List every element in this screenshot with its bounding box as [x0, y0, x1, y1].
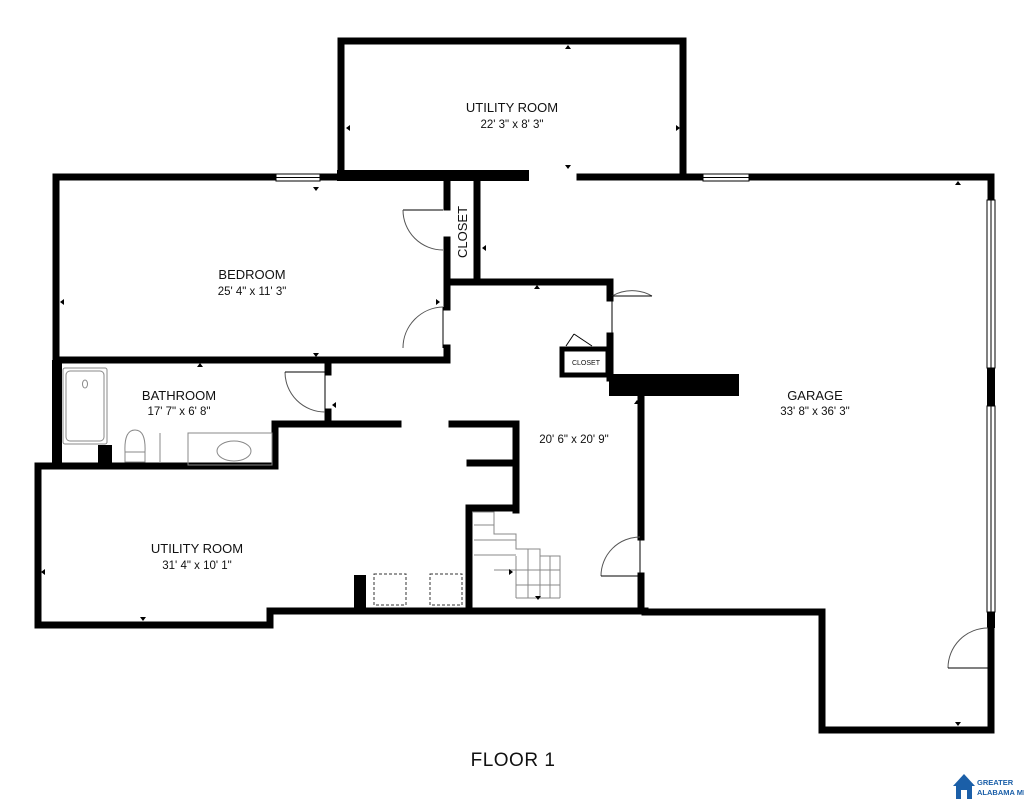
stairs — [473, 511, 561, 599]
walls — [34, 37, 995, 734]
door-closet-small — [611, 290, 653, 336]
floor-title: FLOOR 1 — [471, 750, 556, 771]
windows — [275, 173, 996, 613]
closet-small-name: CLOSET — [572, 360, 601, 367]
doors — [284, 209, 989, 669]
fixtures — [62, 367, 561, 606]
house-icon — [953, 774, 975, 799]
door-exterior — [947, 627, 989, 669]
mls-logo: GREATER ALABAMA MLS — [953, 774, 1024, 799]
central-dims: 20' 6" x 20' 9" — [539, 434, 608, 446]
utility-top-name: UTILITY ROOM — [466, 100, 558, 115]
bedroom-name: BEDROOM — [218, 267, 285, 282]
bedroom-dims: 25' 4" x 11' 3" — [218, 286, 287, 298]
door-bedroom-1 — [402, 209, 444, 251]
utility-top-dims: 22' 3" x 8' 3" — [480, 119, 543, 131]
vanity — [159, 432, 273, 466]
wall-block-garage-side — [987, 368, 995, 406]
wall-small-closet — [559, 346, 611, 378]
wall-block-top — [337, 170, 529, 181]
door-bathroom — [284, 371, 326, 413]
wall-block-bath — [52, 360, 62, 466]
bathroom-name: BATHROOM — [142, 388, 216, 403]
wall-bath-bottom — [52, 420, 332, 470]
wall-bedroom-outer — [52, 173, 344, 467]
door-closet-tiny — [565, 333, 593, 347]
wall-utility-top — [337, 37, 687, 177]
door-bedroom-2 — [402, 306, 444, 349]
garage-dims: 33' 8" x 36' 3" — [780, 406, 849, 418]
utility-bottom-dims: 31' 4" x 10' 1" — [162, 560, 231, 572]
appliances — [373, 573, 463, 606]
logo-line1: GREATER — [977, 778, 1014, 787]
closet-vertical-name: CLOSET — [455, 206, 470, 258]
wall-blocks — [52, 170, 995, 628]
wall-utility-bottom-outer — [34, 462, 649, 629]
door-garage — [600, 536, 641, 577]
labels: UTILITY ROOM 22' 3" x 8' 3" BEDROOM 25' … — [142, 100, 850, 771]
bathtub — [62, 367, 108, 445]
washer — [373, 573, 407, 606]
wall-block-bath-2 — [98, 445, 112, 467]
wall-garage-outer — [576, 173, 995, 734]
wall-block-garage-side-2 — [987, 612, 995, 628]
logo-line2: ALABAMA MLS — [977, 788, 1024, 797]
dryer — [429, 573, 463, 606]
toilet — [124, 429, 146, 463]
bathroom-dims: 17' 7" x 6' 8" — [147, 406, 210, 418]
wall-stairs — [465, 504, 520, 614]
measurement-ticks — [41, 45, 961, 726]
wall-block-garage — [609, 374, 739, 396]
wall-block-utility — [354, 575, 366, 611]
garage-name: GARAGE — [787, 388, 843, 403]
utility-bottom-name: UTILITY ROOM — [151, 541, 243, 556]
